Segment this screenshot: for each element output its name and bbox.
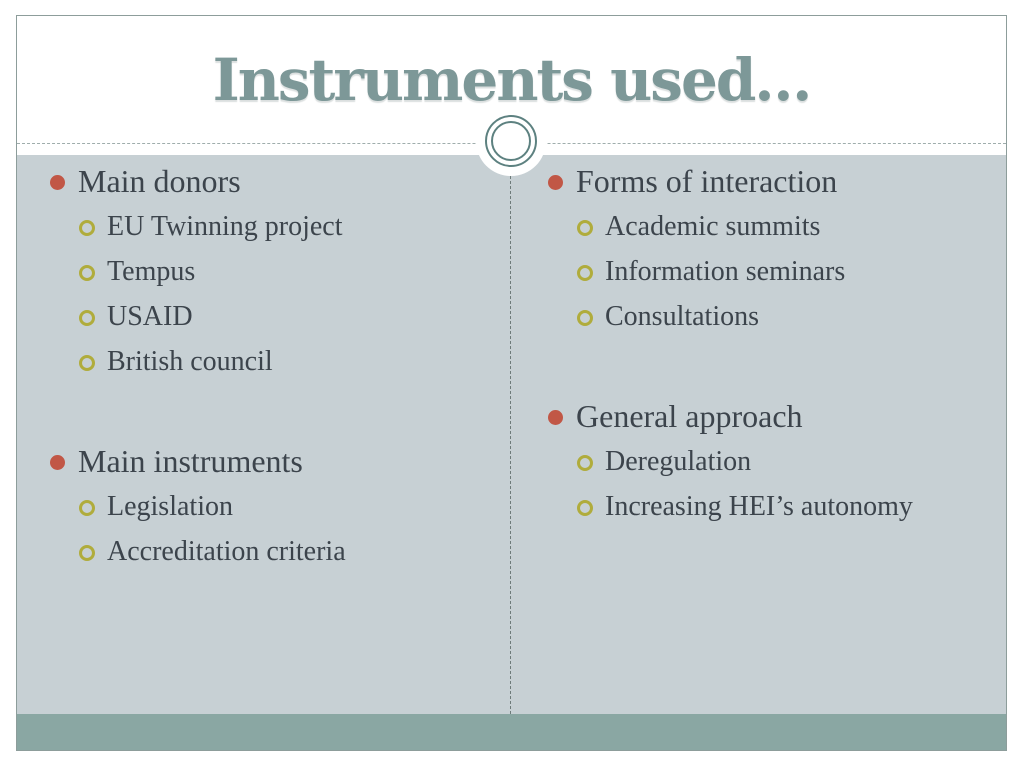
list-item: Increasing HEI’s autonomy xyxy=(548,484,988,529)
hollow-bullet-icon xyxy=(79,219,95,236)
footer-accent-band xyxy=(17,714,1006,750)
filled-bullet-icon xyxy=(548,410,563,425)
hollow-bullet-icon xyxy=(79,354,95,371)
list-item: Accreditation criteria xyxy=(50,529,490,574)
heading-label: Main instruments xyxy=(78,443,303,479)
heading-label: General approach xyxy=(576,398,803,434)
right-column: Forms of interaction Academic summits In… xyxy=(548,159,988,529)
hollow-bullet-icon xyxy=(79,499,95,516)
item-label: EU Twinning project xyxy=(107,210,343,242)
left-group-instruments: Main instruments Legislation Accreditati… xyxy=(50,439,490,574)
list-item-heading: Forms of interaction xyxy=(548,159,988,204)
list-item: Tempus xyxy=(50,249,490,294)
item-label: Academic summits xyxy=(605,210,821,242)
column-dashed-divider xyxy=(510,176,511,714)
item-label: Tempus xyxy=(107,255,196,287)
list-item: British council xyxy=(50,339,490,384)
list-item: Deregulation xyxy=(548,439,988,484)
hollow-bullet-icon xyxy=(577,309,593,326)
slide-title: Instruments used… xyxy=(212,46,813,114)
filled-bullet-icon xyxy=(50,175,65,190)
item-label: Consultations xyxy=(605,300,760,332)
right-group-approach: General approach Deregulation Increasing… xyxy=(548,394,988,529)
list-item-heading: General approach xyxy=(548,394,988,439)
hollow-bullet-icon xyxy=(577,264,593,281)
hollow-bullet-icon xyxy=(577,219,593,236)
circle-ornament-inner-ring xyxy=(491,121,531,161)
list-item: Consultations xyxy=(548,294,988,339)
item-label: Deregulation xyxy=(605,445,752,477)
list-item: EU Twinning project xyxy=(50,204,490,249)
heading-label: Main donors xyxy=(78,163,241,199)
heading-label: Forms of interaction xyxy=(576,163,838,199)
list-item: Legislation xyxy=(50,484,490,529)
hollow-bullet-icon xyxy=(577,454,593,471)
right-group-interaction: Forms of interaction Academic summits In… xyxy=(548,159,988,339)
list-item: Information seminars xyxy=(548,249,988,294)
item-label: Legislation xyxy=(107,490,233,522)
hollow-bullet-icon xyxy=(79,264,95,281)
list-item: USAID xyxy=(50,294,490,339)
slide-content-area xyxy=(17,155,1006,714)
list-item-heading: Main instruments xyxy=(50,439,490,484)
presentation-slide: Instruments used… Main donors EU Twinnin… xyxy=(16,15,1007,751)
item-label: Increasing HEI’s autonomy xyxy=(605,490,913,522)
filled-bullet-icon xyxy=(50,455,65,470)
hollow-bullet-icon xyxy=(577,499,593,516)
hollow-bullet-icon xyxy=(79,309,95,326)
item-label: Information seminars xyxy=(605,255,846,287)
item-label: Accreditation criteria xyxy=(107,535,346,567)
item-label: British council xyxy=(107,345,273,377)
item-label: USAID xyxy=(107,300,193,332)
left-column: Main donors EU Twinning project Tempus U… xyxy=(50,159,490,574)
list-item: Academic summits xyxy=(548,204,988,249)
list-item-heading: Main donors xyxy=(50,159,490,204)
left-group-donors: Main donors EU Twinning project Tempus U… xyxy=(50,159,490,384)
filled-bullet-icon xyxy=(548,175,563,190)
hollow-bullet-icon xyxy=(79,544,95,561)
